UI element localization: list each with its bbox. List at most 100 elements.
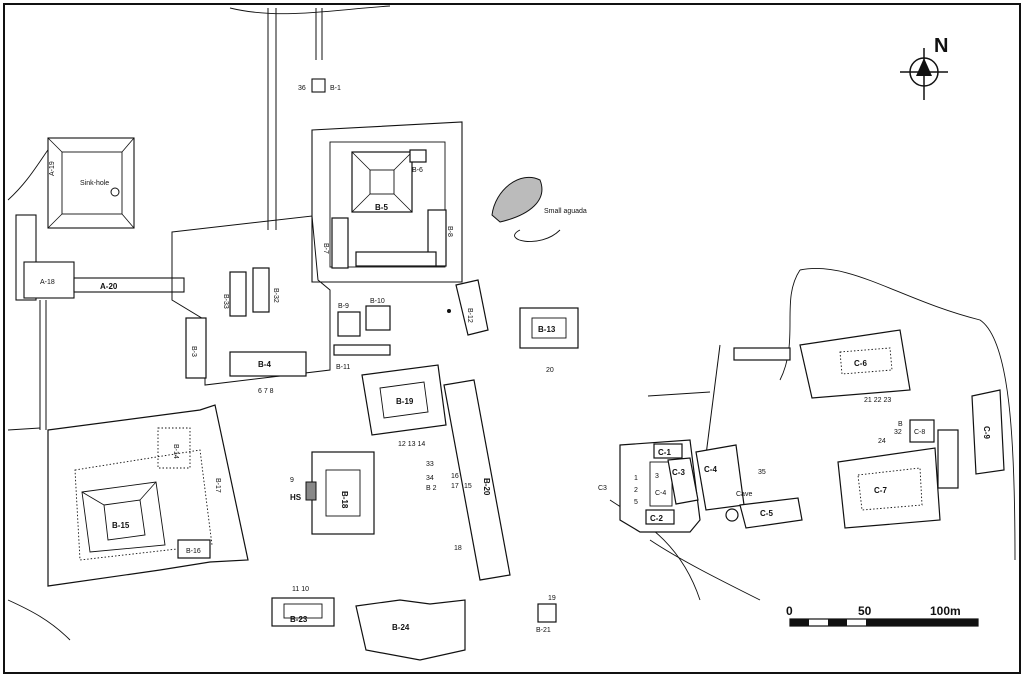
scale-tick-0: 0	[786, 604, 793, 618]
mon-16: 16	[451, 473, 459, 480]
structure-A18: A-18	[23, 261, 75, 299]
structure-B23: B-23 11 10	[271, 586, 335, 627]
svg-text:B-12: B-12	[466, 308, 473, 323]
svg-text:19: 19	[548, 595, 556, 602]
scale-tick-50: 50	[858, 604, 872, 618]
causeway-C-b	[647, 391, 711, 397]
north-arrow: N	[900, 35, 948, 100]
svg-text:B-20: B-20	[482, 478, 491, 496]
contour-C-b	[649, 539, 761, 601]
feature-cave: Cave	[725, 491, 752, 522]
label-B6: B-6	[412, 167, 423, 174]
structure-C7: C-7	[837, 447, 941, 529]
svg-text:B-24: B-24	[392, 623, 410, 632]
svg-text:B-21: B-21	[536, 627, 551, 634]
svg-text:11 10: 11 10	[292, 586, 309, 593]
mon-B2: B 2	[426, 485, 437, 492]
structure-B12: B-12	[455, 279, 489, 336]
north-label: N	[934, 35, 948, 57]
structure-C3: C-3	[667, 457, 699, 505]
svg-text:C-4: C-4	[704, 465, 717, 474]
marker-dot	[447, 309, 451, 313]
feature-aguada: Small aguada	[491, 177, 587, 223]
svg-text:20: 20	[546, 367, 554, 374]
svg-text:2: 2	[634, 487, 638, 494]
mon-33: 33	[426, 461, 434, 468]
scale-tick-100m: 100m	[930, 604, 961, 618]
contour-sw	[7, 599, 71, 641]
contour-C-c	[799, 268, 1016, 561]
svg-text:C3: C3	[598, 485, 607, 492]
svg-text:B-3: B-3	[190, 346, 197, 357]
structure-B20: B-20	[443, 379, 511, 581]
label-B8: B-8	[446, 226, 453, 237]
label-aguada: Small aguada	[544, 208, 587, 215]
svg-text:Cave: Cave	[736, 491, 752, 498]
structure-B32: B-32	[252, 267, 279, 313]
structure-A20: A-20	[73, 277, 185, 293]
structure-B4: B-4 6 7 8	[229, 351, 307, 395]
svg-text:C-1: C-1	[658, 448, 671, 457]
structure-B18: B-18 9 HS	[290, 451, 375, 535]
structure-C8: 32 B 24 C-8	[878, 419, 935, 445]
structure-B1: 36 B-1	[298, 78, 341, 93]
structure-B33: B-33	[222, 271, 247, 317]
label-A20: A-20	[100, 282, 118, 291]
mon-18: 18	[454, 545, 462, 552]
contour-mid	[514, 229, 561, 242]
structure-C4-mound: C-4	[695, 444, 745, 511]
structure-B13: B-13 20	[519, 307, 579, 374]
label-sinkhole: Sink-hole	[80, 180, 109, 187]
structure-B21: 19 B-21	[536, 595, 557, 634]
plaza-B-outline	[171, 215, 331, 386]
svg-text:B-14: B-14	[172, 444, 179, 459]
svg-text:36: 36	[298, 85, 306, 92]
svg-text:32: 32	[894, 429, 902, 436]
label-A19: A-19	[49, 161, 56, 176]
svg-text:C-9: C-9	[982, 426, 991, 439]
svg-text:24: 24	[878, 438, 886, 445]
svg-text:B-4: B-4	[258, 360, 271, 369]
contour-top	[229, 5, 391, 15]
svg-text:B-16: B-16	[186, 548, 201, 555]
svg-text:B-23: B-23	[290, 615, 308, 624]
mon-34: 34	[426, 475, 434, 482]
svg-text:6 7 8: 6 7 8	[258, 388, 274, 395]
acropolis-B15: B-15 B-14 B-16 B-17	[47, 404, 249, 587]
svg-text:B-10: B-10	[370, 298, 385, 305]
structure-B11: B-11	[333, 344, 391, 371]
line-west-c	[7, 427, 41, 431]
svg-text:C-4: C-4	[655, 490, 666, 497]
svg-text:5: 5	[634, 499, 638, 506]
contour-C-d	[779, 269, 801, 381]
structure-A19: A-19	[47, 137, 135, 229]
structure-B9: B-9	[337, 303, 361, 337]
label-B7: B-7	[322, 243, 329, 254]
svg-text:C-8: C-8	[914, 429, 925, 436]
svg-text:1: 1	[634, 475, 638, 482]
structure-C6: C-6 21 22 23	[733, 329, 911, 404]
mon-17: 17	[451, 483, 459, 490]
svg-text:B-9: B-9	[338, 303, 349, 310]
svg-text:B-32: B-32	[272, 288, 279, 303]
svg-text:C-6: C-6	[854, 359, 867, 368]
svg-text:12 13 14: 12 13 14	[398, 441, 425, 448]
mon-35: 35	[758, 469, 766, 476]
svg-text:9: 9	[290, 477, 294, 484]
svg-text:B-33: B-33	[222, 294, 229, 309]
acropolis-B5: B-5 B-6 B-7 B-8	[311, 121, 463, 283]
feature-sinkhole: Sink-hole	[80, 180, 120, 197]
structure-C9: C-9	[971, 389, 1005, 475]
map-frame	[3, 3, 1021, 674]
svg-text:B-1: B-1	[330, 85, 341, 92]
svg-text:C-2: C-2	[650, 514, 663, 523]
structure-B10: B-10	[365, 298, 391, 331]
svg-text:3: 3	[655, 473, 659, 480]
svg-text:C-3: C-3	[672, 468, 685, 477]
structure-B3: B-3	[185, 317, 207, 379]
label-HS: HS	[290, 493, 302, 502]
mon-15: 15	[464, 483, 472, 490]
svg-text:B-13: B-13	[538, 325, 556, 334]
label-A18: A-18	[40, 279, 55, 286]
